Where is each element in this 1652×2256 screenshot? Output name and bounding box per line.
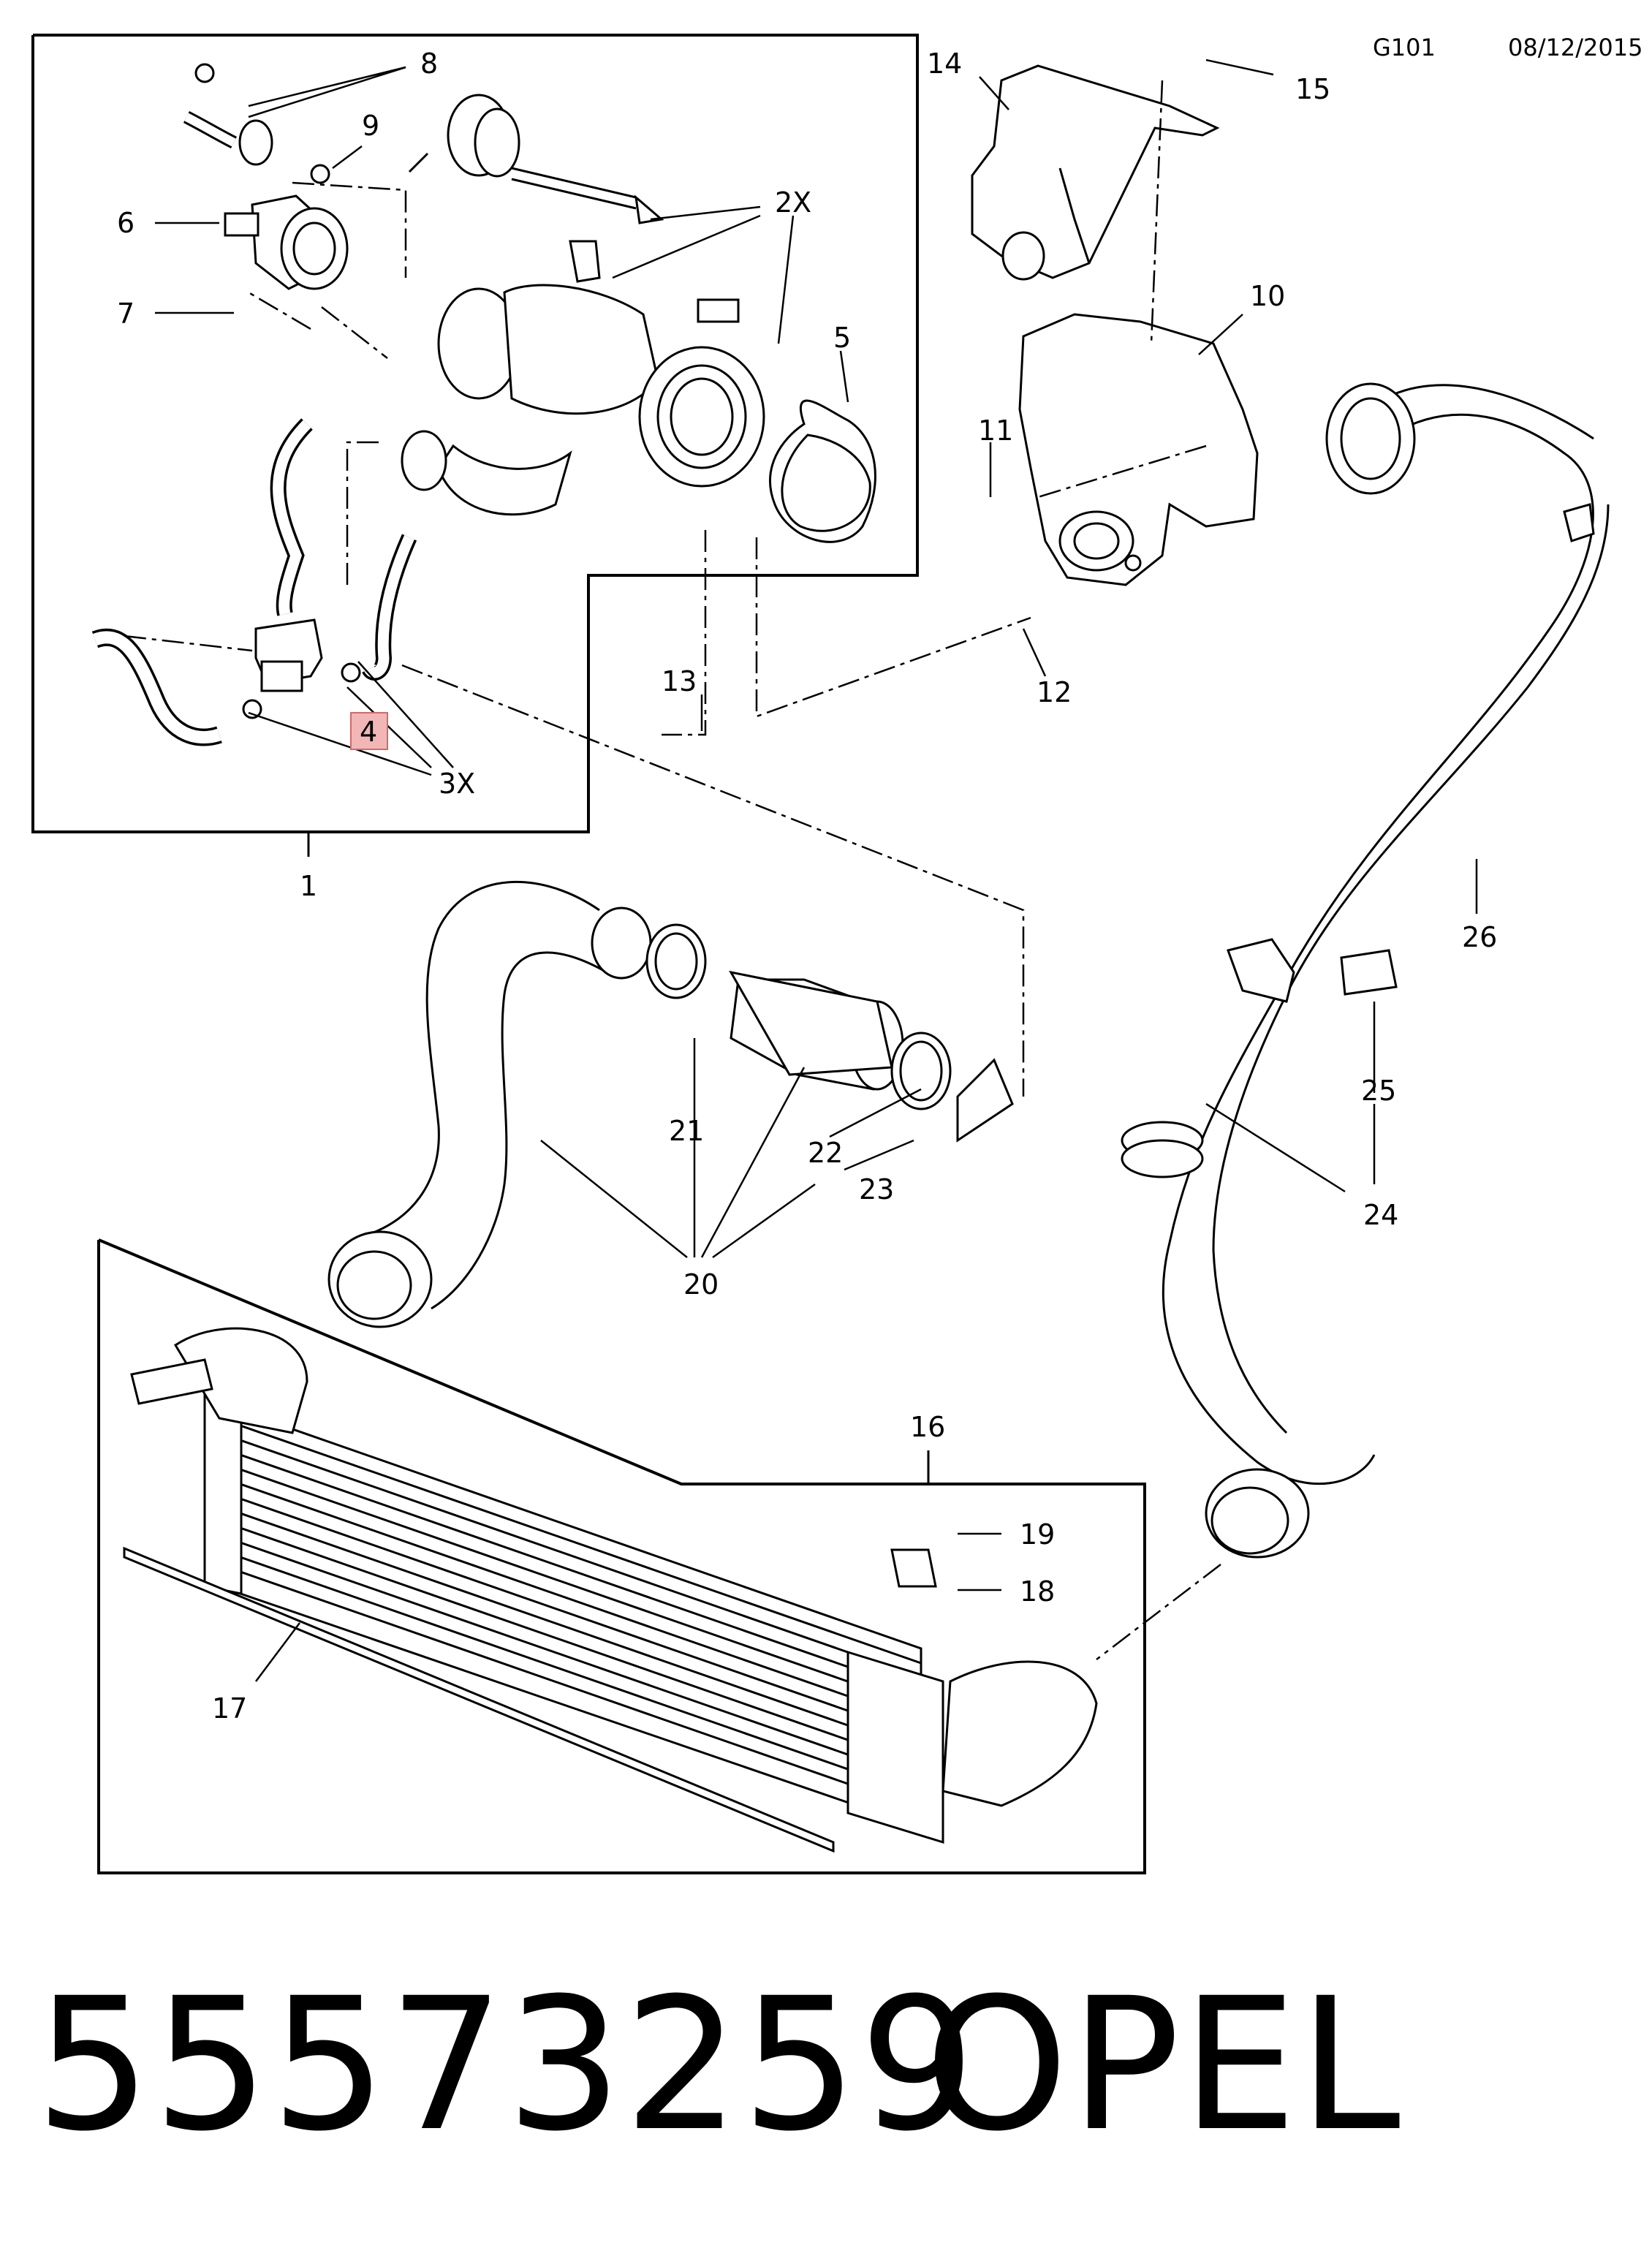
callout-5[interactable]: 5 — [833, 322, 851, 354]
solenoid-valve — [91, 418, 417, 746]
callout-25[interactable]: 25 — [1361, 1075, 1396, 1107]
callout-4[interactable]: 4 — [360, 716, 377, 748]
callout-7[interactable]: 7 — [117, 298, 134, 330]
callout-9[interactable]: 9 — [362, 110, 379, 142]
callouts: 1 2X 3X 4 5 6 7 8 9 10 11 12 13 14 15 16… — [117, 48, 1497, 1725]
callout-6[interactable]: 6 — [117, 207, 134, 239]
callout-13[interactable]: 13 — [662, 665, 697, 697]
turbocharger — [401, 240, 765, 516]
callout-20[interactable]: 20 — [683, 1268, 719, 1301]
exhaust-manifold-bracket — [1018, 313, 1259, 586]
bypass-valve — [224, 194, 349, 290]
callout-10[interactable]: 10 — [1250, 280, 1285, 312]
charge-air-hose-20 — [327, 880, 1014, 1328]
intake-sleeve-21 — [729, 970, 893, 1076]
callout-23[interactable]: 23 — [859, 1173, 894, 1205]
callout-11[interactable]: 11 — [978, 415, 1013, 447]
leader-lines — [155, 58, 1478, 1682]
callout-4-highlight[interactable] — [350, 712, 388, 750]
seal-strip-17 — [123, 1546, 835, 1853]
assembly-frame-16 — [97, 1238, 1146, 1874]
diagram-date: 08/12/2015 — [1508, 34, 1642, 61]
callout-12[interactable]: 12 — [1037, 676, 1072, 708]
callout-22[interactable]: 22 — [808, 1137, 843, 1169]
wastegate-actuator — [408, 94, 664, 224]
callout-3x[interactable]: 3X — [439, 768, 475, 800]
diagram-code: G101 — [1373, 34, 1436, 61]
oring-5 — [769, 399, 876, 543]
part-number: 55573259 — [35, 1958, 977, 2171]
heat-shield — [971, 64, 1220, 281]
callout-21[interactable]: 21 — [669, 1115, 704, 1147]
callout-1[interactable]: 1 — [300, 870, 317, 902]
callout-14[interactable]: 14 — [927, 48, 962, 80]
intercooler — [130, 1327, 1098, 1844]
callout-15[interactable]: 15 — [1295, 73, 1330, 105]
callout-26[interactable]: 26 — [1462, 921, 1497, 953]
brand-name: OPEL — [925, 1958, 1402, 2171]
callout-16[interactable]: 16 — [910, 1411, 945, 1443]
callout-18[interactable]: 18 — [1020, 1575, 1055, 1608]
callout-19[interactable]: 19 — [1020, 1518, 1055, 1551]
assembly-frame-1 — [31, 34, 919, 833]
leader-lines-dashed — [124, 80, 1221, 1660]
callout-24[interactable]: 24 — [1363, 1199, 1398, 1231]
callout-2x[interactable]: 2X — [775, 186, 811, 219]
callout-17[interactable]: 17 — [212, 1692, 247, 1725]
clip-25 — [1227, 938, 1398, 1003]
vacuum-hose-upper — [183, 63, 330, 184]
charge-air-pipe-24 — [1121, 382, 1610, 1559]
callout-8[interactable]: 8 — [420, 48, 438, 80]
